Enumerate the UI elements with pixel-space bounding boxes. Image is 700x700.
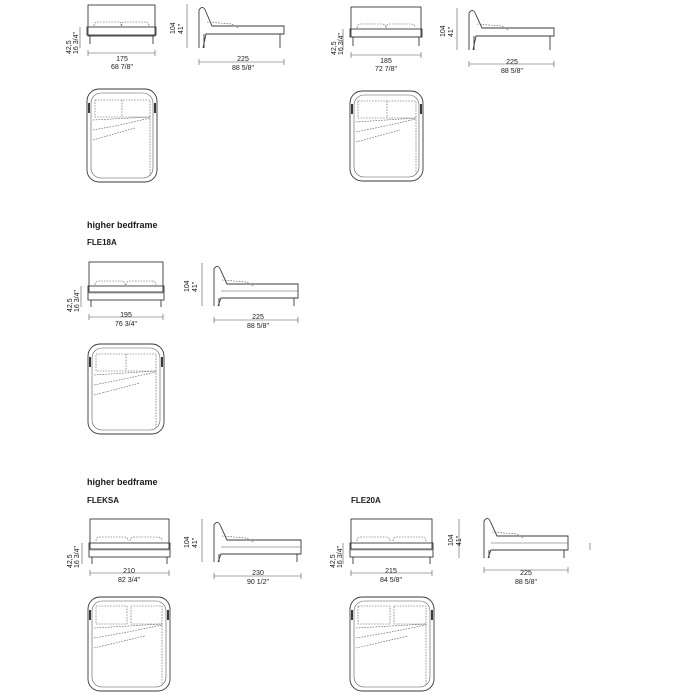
front-view (342, 6, 423, 58)
model-code-fle18a: FLE18A (87, 238, 117, 247)
section-heading-higher-bedframe-1: higher bedframe (87, 220, 158, 230)
side-height-in: 41" (456, 535, 463, 546)
side-length-cm: 230 (252, 570, 264, 577)
top-view (87, 596, 171, 692)
side-length-in: 88 5/8" (232, 65, 254, 72)
front-height-dim-in: 16 3/4" (337, 546, 344, 568)
side-length-in: 88 5/8" (247, 323, 269, 330)
front-view (79, 4, 157, 56)
model-code-fleksa: FLEKSA (87, 496, 119, 505)
side-length-cm: 225 (237, 56, 249, 63)
side-length-cm: 225 (520, 570, 532, 577)
front-width-cm: 195 (120, 312, 132, 319)
section-heading-higher-bedframe-2: higher bedframe (87, 477, 158, 487)
side-view (201, 519, 302, 579)
front-width-in: 82 3/4" (118, 577, 140, 584)
front-width-in: 76 3/4" (115, 321, 137, 328)
side-view (456, 8, 555, 67)
side-view (458, 518, 591, 573)
side-length-in: 88 5/8" (501, 68, 523, 75)
top-view (86, 88, 158, 183)
side-length-in: 88 5/8" (515, 579, 537, 586)
front-width-in: 68 7/8" (111, 64, 133, 71)
front-view (80, 261, 165, 320)
side-length-in: 90 1/2" (247, 579, 269, 586)
top-view (349, 90, 424, 182)
front-view (342, 518, 434, 576)
side-view (186, 4, 285, 65)
front-width-cm: 215 (385, 568, 397, 575)
top-view (349, 596, 435, 692)
front-width-in: 84 5/8" (380, 577, 402, 584)
front-width-cm: 185 (380, 58, 392, 65)
side-view (201, 263, 299, 323)
side-length-cm: 225 (252, 314, 264, 321)
side-length-cm: 225 (506, 59, 518, 66)
front-width-cm: 210 (123, 568, 135, 575)
top-view (87, 343, 165, 435)
front-view (81, 518, 171, 576)
model-code-fle20a: FLE20A (351, 496, 381, 505)
front-width-in: 72 7/8" (375, 66, 397, 73)
front-width-cm: 175 (116, 56, 128, 63)
side-height-cm: 104 (448, 534, 455, 546)
